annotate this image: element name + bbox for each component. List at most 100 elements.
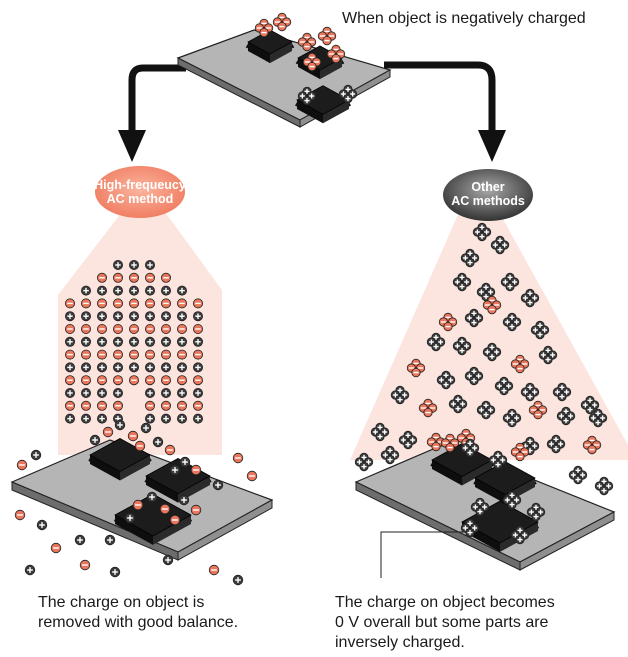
positive-charge [36,519,48,531]
positive-charge-cluster [556,406,576,426]
positive-charge [431,341,441,352]
positive-charge [505,281,515,292]
right-beam [350,210,628,460]
positive-charge-cluster [490,235,510,255]
positive-charge [192,362,203,373]
positive-charge-cluster [436,370,456,390]
positive-charge [144,259,155,270]
negative-charge [192,298,203,309]
negative-charge-cluster [302,52,322,72]
negative-charge [277,22,287,32]
negative-charge [97,375,108,386]
negative-charge [102,426,114,438]
positive-charge [176,311,187,322]
negative-charge [144,349,155,360]
negative-charge [81,375,92,386]
positive-charge [65,336,76,347]
positive-charge [113,362,124,373]
negative-charge-cluster [438,312,458,332]
top-caption: When object is negatively charged [342,10,586,27]
positive-charge-cluster [470,497,490,517]
positive-charge [81,387,92,398]
positive-charge-cluster [588,408,608,428]
negative-charge [97,323,108,334]
positive-charge [179,456,191,468]
positive-charge [502,317,512,327]
negative-charge [331,53,341,64]
right-flow-arrow [384,61,496,132]
negative-charge [159,503,171,515]
positive-charge [495,245,505,255]
positive-charge-cluster [538,345,558,365]
positive-charge [65,413,76,424]
ic-chip [113,493,193,545]
negative-charge-cluster [254,18,274,38]
positive-charge [507,417,517,428]
positive-charge [593,417,603,428]
positive-charge-cluster [580,395,600,415]
negative-charge [164,444,176,456]
positive-charge-cluster [510,525,530,545]
positive-charge [128,285,139,296]
positive-charge [487,351,497,362]
other-ac-badge: Other AC methods [443,169,533,221]
positive-charge [561,415,571,426]
positive-charge-cluster [568,465,588,485]
negative-charge-cluster [418,398,438,418]
negative-charge [160,298,171,309]
positive-charge [543,354,553,365]
negative-charge [65,298,76,309]
positive-charge-cluster [552,382,572,402]
left-flow-arrow [128,64,186,132]
positive-charge-cluster [500,272,520,292]
positive-charge-cluster [354,452,374,472]
negative-charge [113,349,124,360]
negative-charge [81,400,92,411]
positive-charge-cluster [464,366,484,386]
negative-charge [113,298,124,309]
positive-charge [499,385,509,396]
negative-charge [192,400,203,411]
positive-charge [113,285,124,296]
positive-charge [97,413,108,424]
positive-charge [160,362,171,373]
positive-charge [585,404,595,415]
negative-charge [190,464,202,476]
negative-charge [50,542,62,554]
positive-charge-cluster [464,308,484,328]
caption-leader-line [380,531,465,578]
positive-charge [557,391,567,402]
positive-charge [128,311,139,322]
negative-charge [128,272,139,283]
negative-charge [97,400,108,411]
positive-charge [176,336,187,347]
positive-charge [97,285,108,296]
right-method-line2: AC methods [451,194,525,208]
negative-charge-cluster [510,442,530,462]
positive-charge-cluster [482,342,502,362]
negative-charge-cluster [317,26,337,46]
negative-charge-cluster [510,354,530,374]
positive-charge [588,413,599,423]
negative-charge [128,375,139,386]
positive-charge [30,449,42,461]
positive-charge [453,403,463,414]
positive-charge [160,387,171,398]
positive-charge [525,297,535,308]
charges-layer [14,12,614,586]
positive-charge [81,413,92,424]
negative-charge [14,509,26,521]
negative-charge [445,442,455,453]
positive-charge [551,443,561,454]
negative-charge-cluster [582,435,602,455]
positive-charge [477,232,487,242]
positive-charge [144,387,155,398]
positive-charge-cluster [452,272,472,292]
negative-charge [487,304,497,315]
positive-charge [97,387,108,398]
positive-charge-cluster [472,222,492,242]
positive-charge [97,336,108,347]
right-method-line1: Other [471,180,504,194]
negative-charge [431,441,441,452]
positive-charge [457,345,467,356]
